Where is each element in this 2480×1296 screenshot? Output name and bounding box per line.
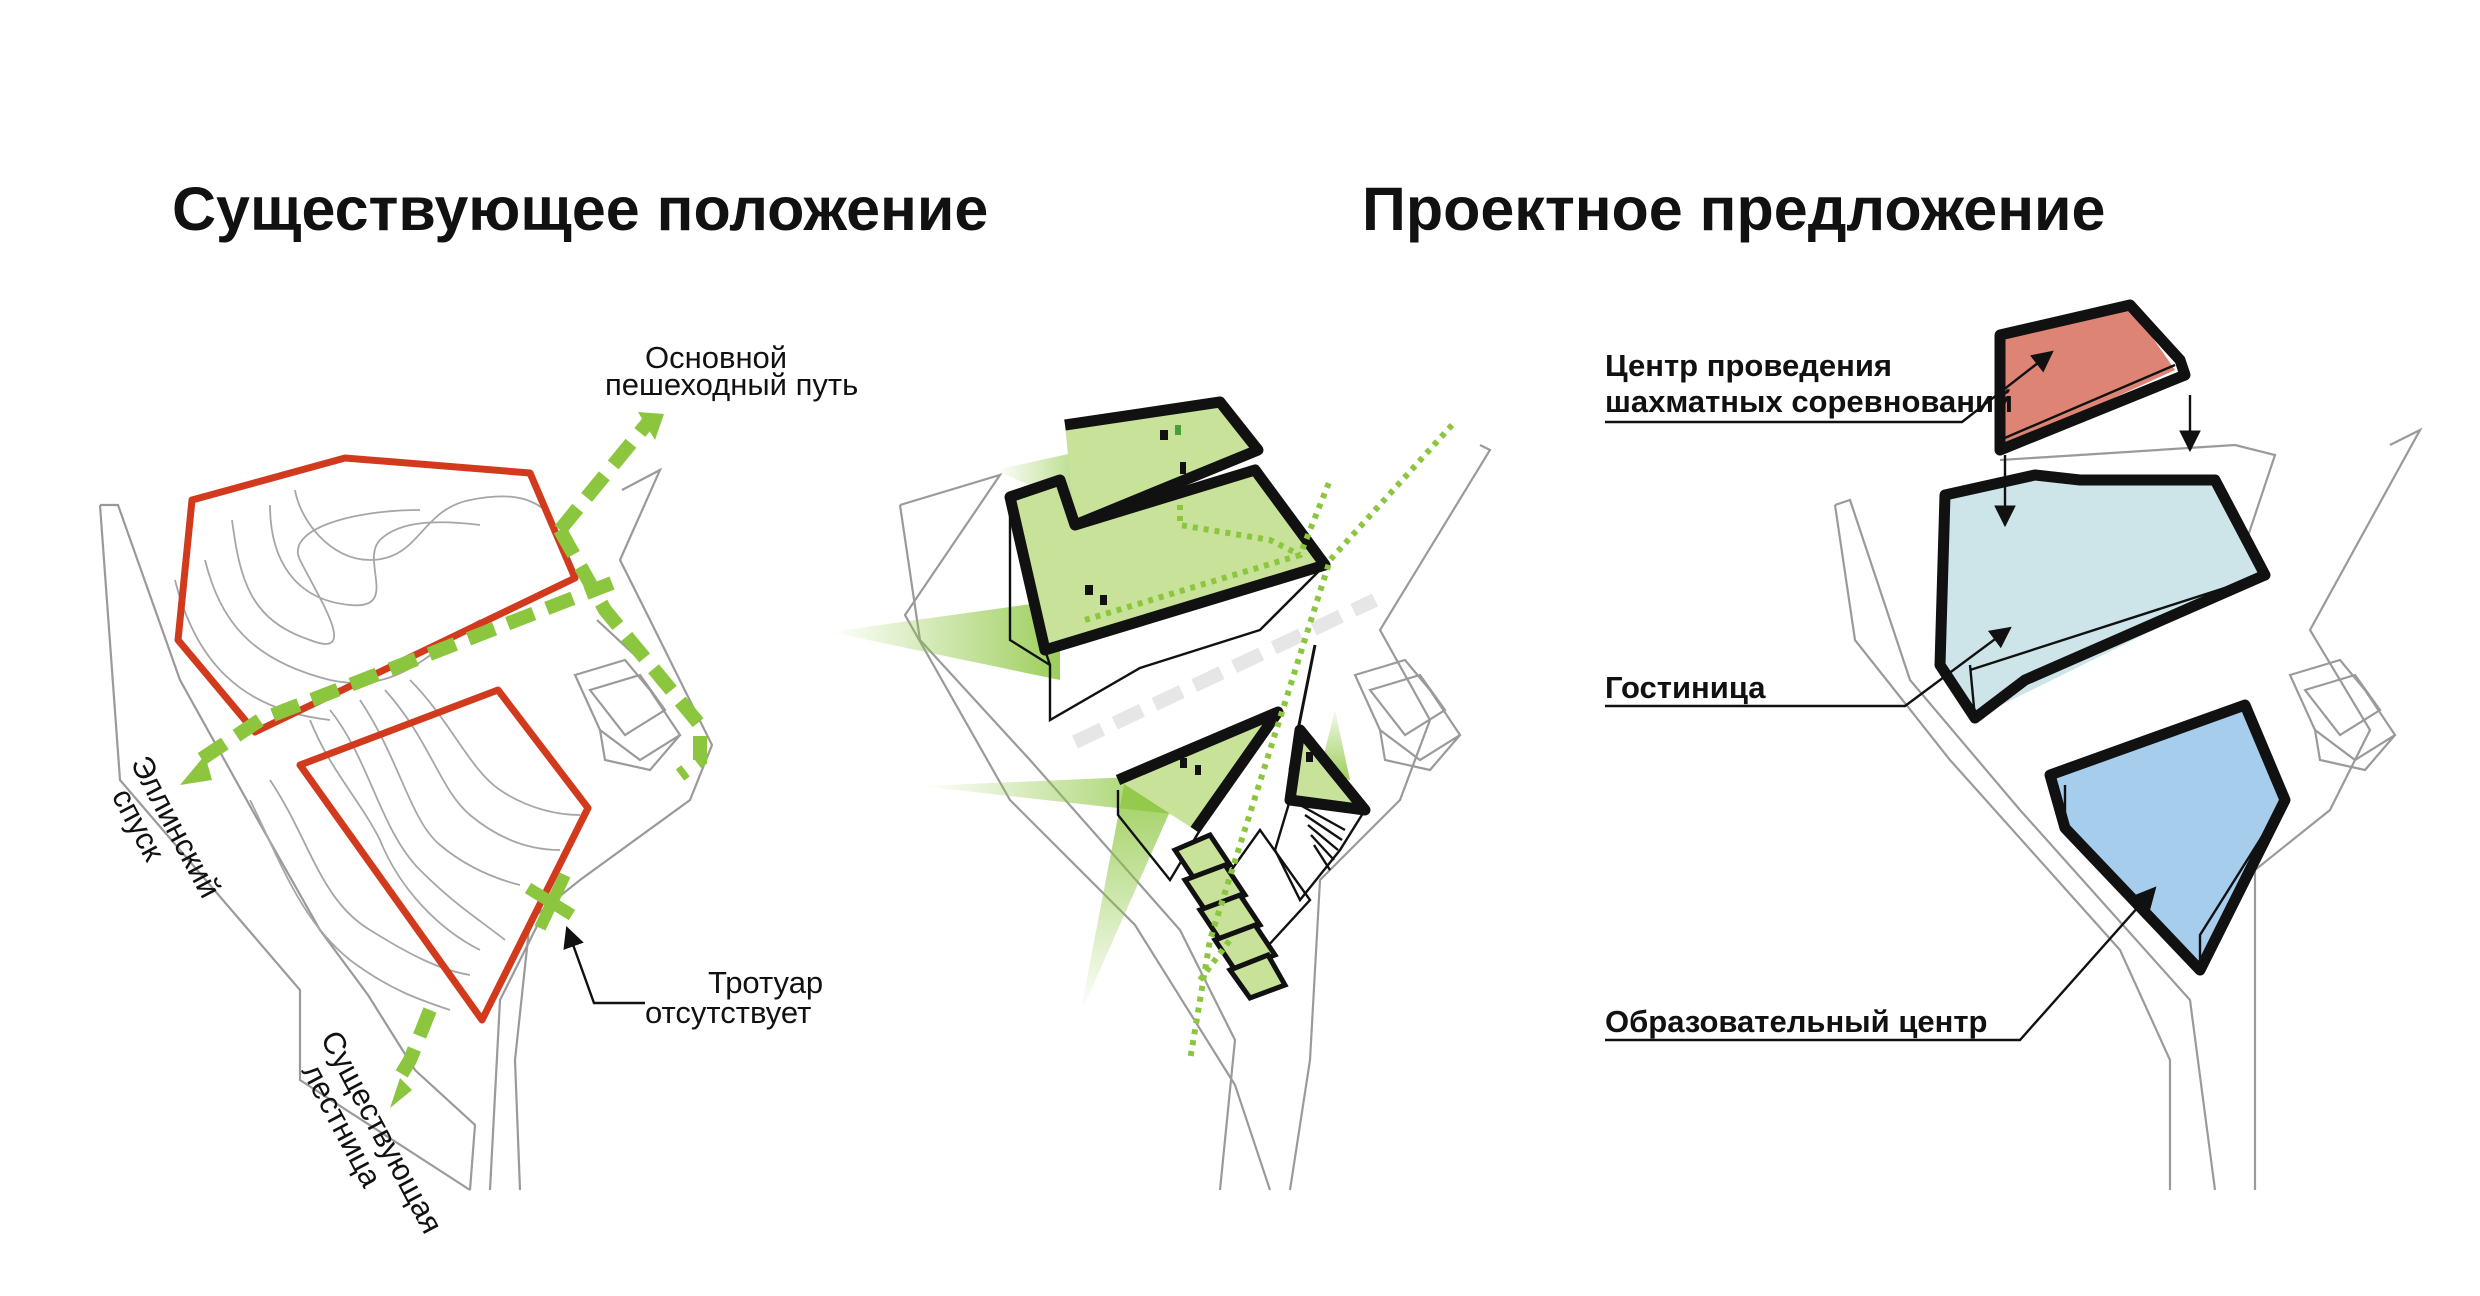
label-hotel: Гостиница	[1605, 670, 1766, 705]
existing-site-map: Основной пешеходный путь Эллинский спуск…	[98, 340, 858, 1239]
context-building	[1353, 658, 1462, 772]
topography	[174, 489, 581, 1011]
site-outline-upper	[174, 454, 579, 736]
label-chess-line1: Центр проведения	[1605, 348, 1892, 383]
program-volumes: Центр проведения шахматных соревнований …	[1605, 299, 2423, 1191]
stepped-terraces	[1171, 831, 1289, 1002]
label-main-path-line1: Основной	[645, 340, 787, 375]
upper-green-building	[1004, 396, 1333, 723]
education-volume	[2044, 699, 2291, 976]
title-existing: Существующее положение	[172, 175, 988, 243]
chess-center-volume	[1994, 299, 2191, 456]
pedestrian-paths	[196, 415, 707, 1089]
leader-education	[1605, 886, 2157, 1042]
pedestrian-arrowheads	[180, 412, 664, 1108]
hotel-volume	[1934, 469, 2271, 724]
label-chess-line2: шахматных соревнований	[1605, 384, 2013, 419]
lower-green-building	[1115, 706, 1371, 1002]
context-building	[2288, 658, 2397, 772]
label-sidewalk-line2: отсутствует	[645, 995, 811, 1030]
leader-chess	[1605, 350, 2054, 424]
title-proposal: Проектное предложение	[1362, 175, 2105, 243]
sidewalk-leader	[563, 925, 645, 1005]
site-outline-lower	[296, 686, 592, 1024]
label-sidewalk-line1: Тротуар	[708, 965, 823, 1000]
label-education: Образовательный центр	[1605, 1004, 1987, 1039]
leader-hotel	[1605, 626, 2012, 708]
concept-green-roofs	[830, 396, 1492, 1191]
label-main-path-line2: пешеходный путь	[605, 367, 858, 402]
